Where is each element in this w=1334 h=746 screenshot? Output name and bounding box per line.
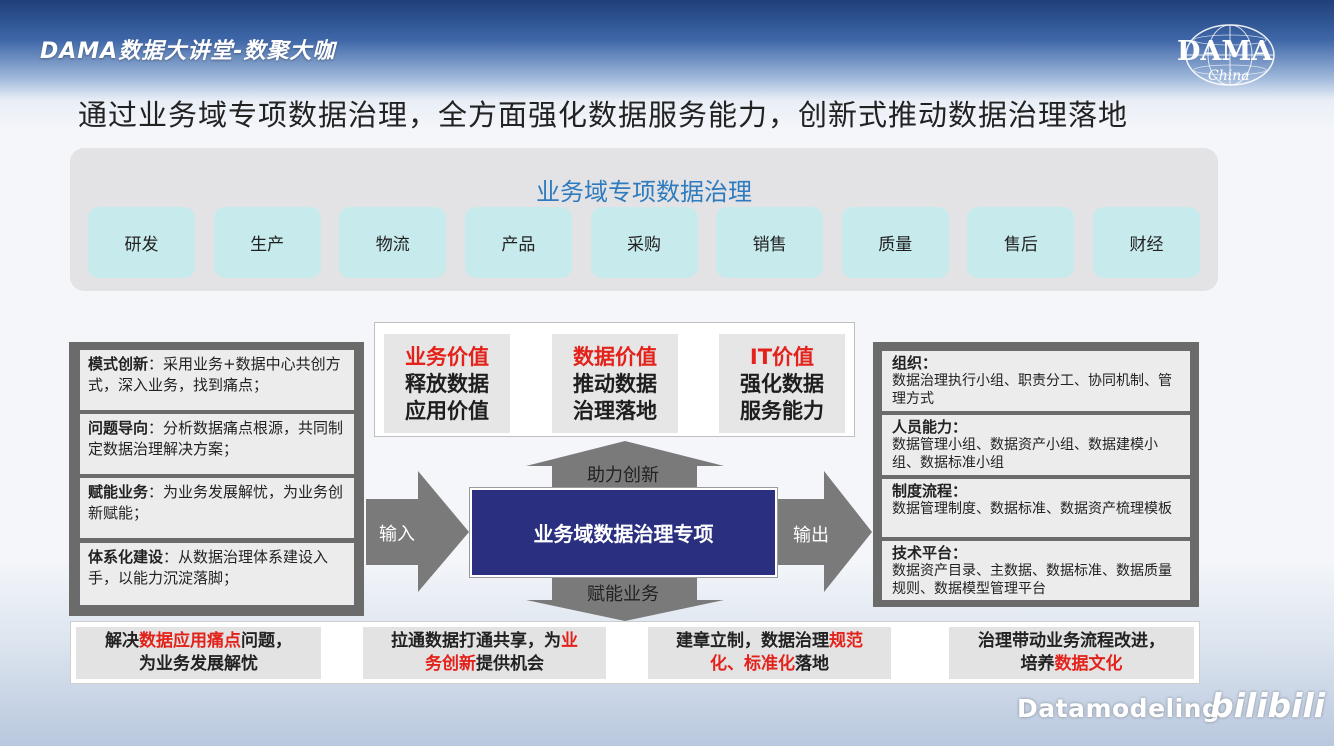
- outcome-card: 治理带动业务流程改进， 培养数据文化: [949, 627, 1194, 679]
- down-arrow-label: 赋能业务: [587, 584, 659, 605]
- domain-chip-logistics: 物流: [339, 207, 447, 278]
- method-item: 问题导向：分析数据痛点根源，共同制定数据治理解决方案；: [80, 414, 354, 474]
- input-arrow-icon: [366, 471, 469, 592]
- page-title: 通过业务域专项数据治理，全方面强化数据服务能力，创新式推动数据治理落地: [78, 98, 1129, 132]
- capability-title: 技术平台：: [892, 544, 968, 562]
- brand-title: DAMA数据大讲堂-数聚大咖: [40, 39, 336, 64]
- panel-title: 业务域专项数据治理: [536, 178, 752, 206]
- output-arrow-icon: [778, 471, 872, 592]
- outcome-text: 培养: [1020, 654, 1055, 674]
- outcome-card: 拉通数据打通共享，为业 务创新提供机会: [363, 627, 606, 679]
- value-head: 业务价值: [405, 345, 489, 369]
- value-line: 服务能力: [740, 399, 824, 423]
- value-card-it: IT价值 强化数据 服务能力: [719, 334, 845, 433]
- value-card-business: 业务价值 释放数据 应用价值: [384, 334, 510, 433]
- watermark-text: Datamodeling: [1017, 694, 1221, 723]
- method-text: ：从数据治理体系建设入手，以能力沉淀落脚；: [88, 548, 329, 587]
- value-card-data: 数据价值 推动数据 治理落地: [552, 334, 678, 433]
- domain-chip-sales: 销售: [716, 207, 824, 278]
- outcome-card: 解决数据应用痛点问题， 为业务发展解忧: [76, 627, 321, 679]
- capability-text: 数据资产目录、主数据、数据标准、数据质量规则、数据模型管理平台: [892, 563, 1172, 597]
- capability-panel: 组织： 数据治理执行小组、职责分工、协同机制、管理方式 人员能力： 数据管理小组…: [873, 342, 1199, 607]
- outcome-row: 解决数据应用痛点问题， 为业务发展解忧 拉通数据打通共享，为业 务创新提供机会 …: [70, 621, 1200, 684]
- method-text: ：分析数据痛点根源，共同制定数据治理解决方案；: [88, 419, 344, 458]
- outcome-text: 拉通数据打通共享，为: [391, 631, 561, 651]
- method-panel: 模式创新：采用业务+数据中心共创方式，深入业务，找到痛点； 问题导向：分析数据痛…: [69, 342, 364, 616]
- method-item: 体系化建设：从数据治理体系建设入手，以能力沉淀落脚；: [80, 543, 354, 605]
- outcome-highlight: 务创新: [425, 654, 476, 674]
- hub-box: 业务域数据治理专项: [470, 488, 777, 577]
- outcome-highlight: 数据文化: [1054, 654, 1123, 674]
- domain-chip-procurement: 采购: [590, 207, 698, 278]
- domain-chip-production: 生产: [213, 207, 321, 278]
- outcome-text: 解决: [105, 631, 139, 651]
- outcome-text: 落地: [795, 654, 829, 674]
- domain-chip-rnd: 研发: [88, 207, 195, 278]
- domain-chip-aftersales: 售后: [967, 207, 1075, 278]
- value-line: 应用价值: [405, 399, 489, 423]
- domain-chip-product: 产品: [464, 207, 572, 278]
- up-arrow-label: 助力创新: [587, 465, 659, 486]
- domain-list: 研发 生产 物流 产品 采购 销售 质量 售后 财经: [88, 207, 1200, 278]
- value-line: 推动数据: [573, 372, 657, 396]
- domain-chip-finance: 财经: [1093, 207, 1200, 278]
- method-text: ：为业务发展解忧，为业务创新赋能；: [88, 483, 344, 522]
- value-line: 释放数据: [405, 372, 489, 396]
- outcome-text: 为业务发展解忧: [139, 654, 258, 674]
- value-head: 数据价值: [573, 345, 657, 369]
- input-label: 输入: [379, 524, 415, 545]
- value-panel: 业务价值 释放数据 应用价值 数据价值 推动数据 治理落地 IT价值 强化数据 …: [374, 322, 855, 437]
- value-head: IT价值: [749, 345, 815, 369]
- capability-title: 组织：: [892, 354, 938, 372]
- method-title: 赋能业务: [88, 483, 149, 501]
- outcome-card: 建章立制，数据治理规范 化、标准化落地: [648, 627, 891, 679]
- method-title: 体系化建设: [88, 548, 164, 566]
- capability-text: 数据管理小组、数据资产小组、数据建模小组、数据标准小组: [892, 437, 1158, 471]
- method-title: 模式创新: [88, 355, 149, 373]
- logo-text: DAMA: [1177, 36, 1273, 67]
- outcome-text: 问题，: [241, 631, 292, 651]
- outcome-text: 提供机会: [476, 654, 544, 674]
- method-title: 问题导向: [88, 419, 149, 437]
- method-item: 赋能业务：为业务发展解忧，为业务创新赋能；: [80, 478, 354, 538]
- value-line: 治理落地: [573, 399, 657, 423]
- up-arrow-icon: [526, 441, 724, 487]
- method-text: ：采用业务+数据中心共创方式，深入业务，找到痛点；: [88, 355, 341, 394]
- capability-text: 数据管理制度、数据标准、数据资产梳理模板: [892, 501, 1172, 517]
- capability-item: 组织： 数据治理执行小组、职责分工、协同机制、管理方式: [882, 351, 1190, 411]
- outcome-text: 建章立制，数据治理: [676, 631, 829, 651]
- down-arrow-icon: [526, 578, 724, 621]
- domain-chip-quality: 质量: [841, 207, 949, 278]
- outcome-highlight: 规范: [829, 631, 863, 651]
- bilibili-logo-icon: bilibili: [1210, 686, 1326, 725]
- capability-title: 制度流程：: [892, 482, 968, 500]
- capability-title: 人员能力：: [892, 418, 968, 436]
- outcome-text: 治理带动业务流程改进，: [978, 631, 1165, 651]
- outcome-highlight: 化、标准化: [710, 654, 795, 674]
- outcome-highlight: 数据应用痛点: [139, 631, 241, 651]
- capability-text: 数据治理执行小组、职责分工、协同机制、管理方式: [892, 373, 1172, 407]
- capability-item: 制度流程： 数据管理制度、数据标准、数据资产梳理模板: [882, 479, 1190, 537]
- method-item: 模式创新：采用业务+数据中心共创方式，深入业务，找到痛点；: [80, 350, 354, 410]
- output-label: 输出: [793, 525, 829, 546]
- capability-item: 人员能力： 数据管理小组、数据资产小组、数据建模小组、数据标准小组: [882, 415, 1190, 475]
- capability-item: 技术平台： 数据资产目录、主数据、数据标准、数据质量规则、数据模型管理平台: [882, 541, 1190, 600]
- outcome-highlight: 业: [561, 631, 578, 651]
- logo-subtext: China: [1208, 68, 1250, 84]
- dama-globe-logo-icon: [1185, 24, 1275, 86]
- value-line: 强化数据: [740, 372, 824, 396]
